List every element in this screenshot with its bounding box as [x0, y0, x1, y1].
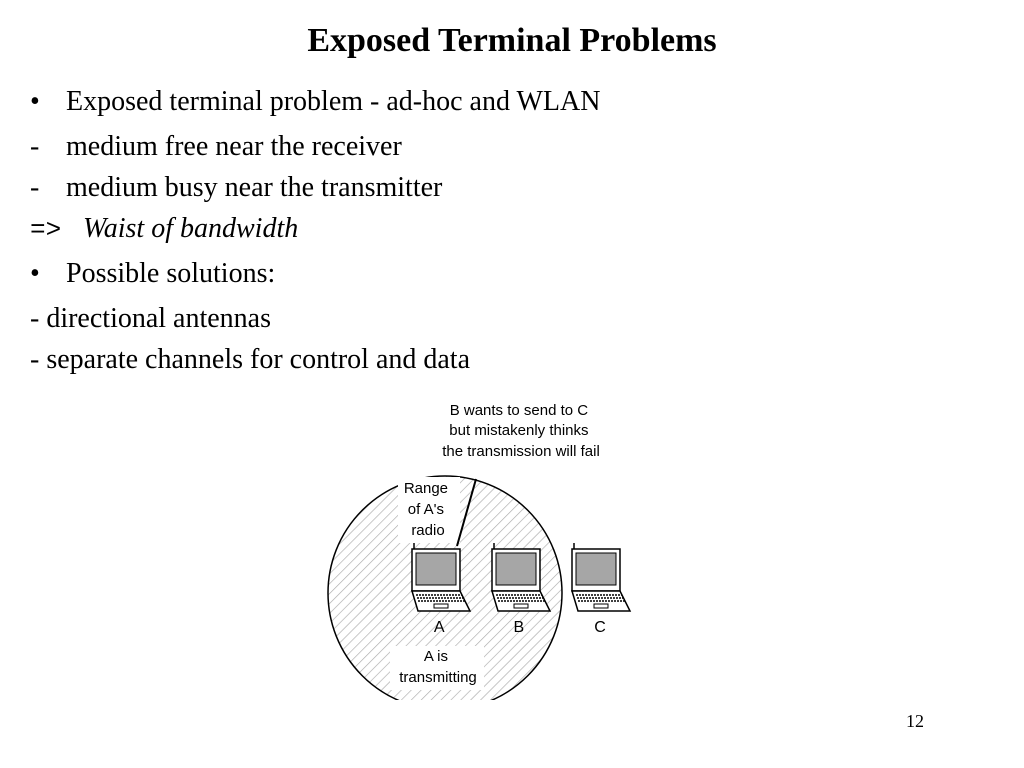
exposed-terminal-diagram: B wants to send to C but mistakenly thin…	[327, 402, 631, 700]
sub-medium-free: medium free near the receiver	[66, 131, 402, 162]
caption-line-3: the transmission will fail	[442, 443, 600, 460]
solution-directional-antennas: - directional antennas	[30, 303, 272, 334]
range-label-line-2: of A's	[408, 501, 444, 518]
solution-separate-channels: - separate channels for control and data	[30, 344, 471, 375]
arrow-symbol: =>	[30, 215, 62, 245]
slide-title: Exposed Terminal Problems	[307, 22, 717, 59]
node-label-a: A	[434, 619, 445, 636]
caption-top: B wants to send to C but mistakenly thin…	[442, 402, 600, 460]
bullet-possible-solutions: Possible solutions:	[66, 258, 276, 289]
pointer-line	[456, 478, 477, 547]
node-label-b: B	[513, 619, 524, 636]
range-label: Range of A's radio	[404, 480, 452, 539]
dash-marker: -	[30, 131, 40, 162]
dash-marker: -	[30, 172, 40, 203]
conclusion-text: Waist of bandwidth	[83, 213, 299, 244]
page-number: 12	[906, 711, 924, 731]
transmitting-line-1: A is	[424, 648, 448, 665]
sub-medium-busy: medium busy near the transmitter	[66, 172, 443, 203]
node-labels: A B C	[434, 619, 606, 636]
transmitting-label: A is transmitting	[399, 648, 477, 686]
caption-line-2: but mistakenly thinks	[449, 422, 588, 439]
bullet-exposed-terminal: Exposed terminal problem - ad-hoc and WL…	[66, 86, 601, 117]
transmitting-line-2: transmitting	[399, 669, 477, 686]
laptop-c-icon	[571, 542, 631, 612]
node-label-c: C	[594, 619, 606, 636]
bullet-marker: •	[30, 258, 40, 289]
bullet-marker: •	[30, 86, 40, 117]
range-label-line-3: radio	[411, 522, 444, 539]
range-label-line-1: Range	[404, 480, 448, 497]
caption-line-1: B wants to send to C	[450, 402, 589, 419]
